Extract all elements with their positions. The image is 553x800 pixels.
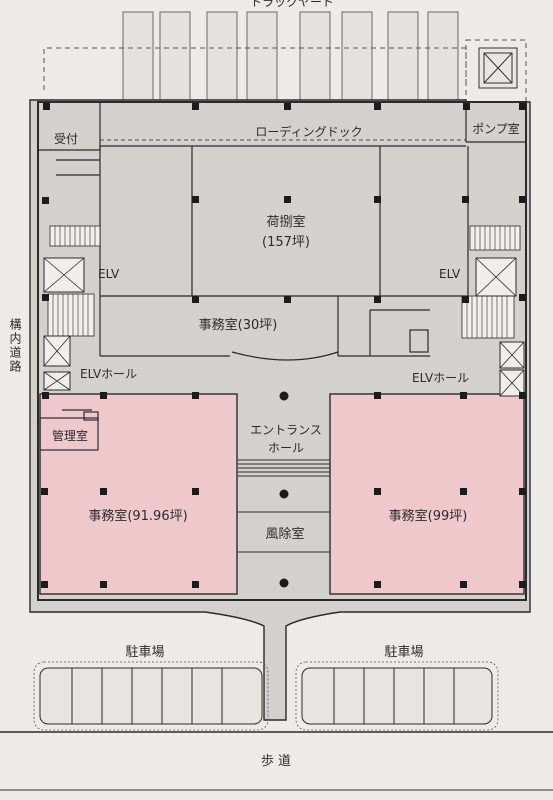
office-right-label: 事務室(99坪): [389, 508, 468, 524]
pump-room-canopy-outline: [465, 39, 527, 103]
office-left-label: 事務室(91.96坪): [88, 508, 187, 524]
cargo-room-label: 荷捌室: [266, 214, 305, 230]
office-30-walls: [99, 296, 430, 361]
pump-room-label: ポンプ室: [472, 121, 520, 136]
loading-dock-label: ローディングドック: [255, 124, 362, 139]
stair-treads: [52, 226, 516, 338]
management-room-walls: [39, 409, 99, 451]
elv-right-label: ELV: [439, 267, 461, 281]
parking-right: [301, 667, 493, 725]
truck-yard-canopy-outline: [43, 47, 467, 90]
elv-hall-right-label: ELVホール: [412, 371, 469, 385]
office-right-area: [329, 393, 525, 595]
parking-hedges: [33, 661, 499, 731]
parking-right-label: 駐車場: [384, 645, 423, 660]
building-outline: [37, 101, 527, 601]
entrance-hall-label: エントランス: [250, 423, 322, 437]
entrance-hall-walls: [238, 459, 330, 553]
sidewalk-label: 歩 道: [261, 754, 291, 769]
pump-tank: [478, 47, 518, 89]
elv-hall-left-label: ELVホール: [80, 367, 137, 381]
elevator-crosses: [43, 257, 525, 397]
cargo-room-area-label: (157坪): [262, 235, 310, 250]
office-30-label: 事務室(30坪): [199, 317, 278, 333]
elv-left-label: ELV: [98, 267, 120, 281]
windbreak-room-label: 風除室: [265, 526, 304, 542]
round-columns: [279, 391, 289, 588]
entrance-hall-label-2: ホール: [268, 441, 304, 455]
premises-road-label: 構内道路: [8, 318, 22, 374]
office-left-area: [39, 393, 238, 595]
reception-label: 受付: [54, 132, 78, 146]
parking-left: [39, 667, 263, 725]
cargo-room-walls: [99, 139, 469, 297]
truck-yard-label: トラックヤード: [250, 0, 334, 9]
structural-columns: [41, 103, 526, 588]
parking-left-label: 駐車場: [125, 645, 164, 660]
management-room-label: 管理室: [52, 428, 88, 443]
